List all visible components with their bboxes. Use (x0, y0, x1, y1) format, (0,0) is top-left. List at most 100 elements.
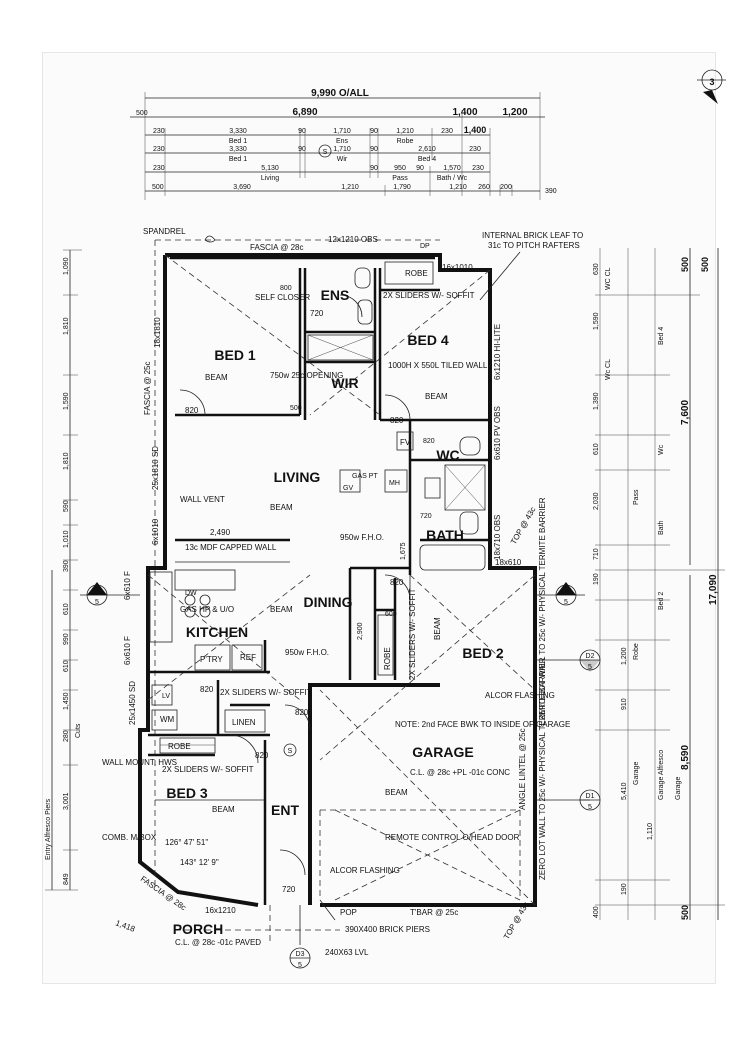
dim-right-name-1: Wc CL (605, 359, 612, 380)
dim-right-name-8: Garage (633, 762, 640, 785)
marker-sheet-1: 5 (564, 599, 568, 606)
dim-left-2: 1,590 (63, 392, 70, 410)
dim-left-0: 1,090 (63, 257, 70, 275)
note-ref: REF (240, 653, 256, 662)
robe-bed2 (377, 614, 394, 676)
dim-right-major-0: 7,600 (680, 400, 691, 425)
dim-top-r1-0: 500 (136, 110, 148, 117)
note-window-6x1010: 6x1010 (151, 518, 160, 545)
note-beam-dining: BEAM (270, 605, 293, 614)
dim-right-minor-8: 910 (621, 698, 628, 710)
dim-right-major-1: 8,590 (680, 745, 691, 770)
note-fascia-top: FASCIA @ 28c (250, 243, 303, 252)
note-wall-mount: WALL MOUNT, HWS (102, 758, 177, 767)
dim-left-6: 390 (63, 560, 70, 572)
bathtub (419, 544, 486, 571)
note-dw: DW (185, 590, 197, 597)
dim-right-name-7: Robe (633, 643, 640, 660)
dim-right-minor-10: 5,410 (621, 782, 628, 800)
pen-mark (204, 235, 216, 243)
dim-top-r3-name-1: Wir (337, 156, 348, 163)
note-beam-bed1: BEAM (205, 373, 228, 382)
note-spandrel: SPANDREL (143, 227, 186, 236)
marker-id-0: X (95, 588, 100, 595)
dim-top-r4-name-0: Living (261, 175, 279, 182)
dim-left-1: 1,810 (63, 317, 70, 335)
note-robe-bed3: ROBE (168, 742, 191, 751)
dim-top-r5-4: 1,210 (449, 184, 467, 191)
note-pv-obs: 6x610 PV OBS (493, 406, 502, 460)
dim-top-r3-6: 230 (469, 146, 481, 153)
note-lv: LV (162, 693, 170, 700)
note-sliders-bed4: 2X SLIDERS W/- SOFFIT (383, 291, 475, 300)
dim-left-3: 1,810 (63, 452, 70, 470)
dim-top-r3-1: 3,330 (229, 146, 247, 153)
room-bed1: BED 1 (214, 347, 255, 363)
note-fv: FV (400, 438, 411, 447)
room-bath: BATH (426, 527, 464, 543)
note-linen: LINEN (232, 718, 256, 727)
note-window-16x1010: 16x1010 (442, 263, 473, 272)
marker-id-2: D2 (586, 653, 595, 660)
dim-right-minor-11: 190 (621, 883, 628, 895)
note-angle-1: 126° 47' 51" (165, 838, 208, 847)
wm-box (151, 709, 178, 731)
door-swings (179, 294, 411, 876)
note-garage-cl: C.L. @ 28c +PL -01c CONC (410, 768, 510, 777)
note-window-6x610f-2: 6x610 F (123, 636, 132, 665)
note-sliders-laundry: 2X SLIDERS W/- SOFFIT (220, 688, 312, 697)
room-bed4: BED 4 (407, 332, 448, 348)
marker-sheet-0: 5 (95, 599, 99, 606)
note-pantry: P'TRY (200, 655, 223, 664)
note-top-43: TOP @ 43c (509, 505, 538, 546)
dim-right-name-0: WC CL (605, 267, 612, 290)
dim-top-r5-3: 1,790 (393, 184, 411, 191)
fv-box (396, 431, 414, 451)
dim-top-r4-6: 230 (472, 165, 484, 172)
dim-right-sec-0: 500 (700, 257, 710, 272)
page-marker: 3 (697, 69, 726, 104)
room-bed2: BED 2 (462, 645, 503, 661)
note-comb-mbox: COMB. M/BOX (102, 833, 157, 842)
dim-left-11: 280 (63, 730, 70, 742)
dim-right-name-4: Pass (633, 489, 640, 505)
note-sd-25x1450: 25x1450 SD (128, 681, 137, 725)
dim-right-minor-3: 610 (593, 443, 600, 455)
dim-top-r3-2: 90 (298, 146, 306, 153)
note-window-6x610f: 6x610 F (123, 571, 132, 600)
note-gas-hp: GAS HP & U/O (180, 605, 234, 614)
marker-id-3: D1 (586, 793, 595, 800)
dim-top-r2-name-2: Robe (397, 138, 414, 145)
note-zero-lot-1: ZERO LOT WALL TO 25c W/- PHYSICAL TERMIT… (538, 497, 547, 720)
marker-id-4: D3 (296, 951, 305, 958)
note-beam-garage: BEAM (385, 788, 408, 797)
dim-top-r3-4: 90 (370, 146, 378, 153)
note-800-ens: 800 (280, 285, 292, 292)
section-markers: X 5 X 5 D2 5 D1 5 (80, 582, 601, 969)
note-obs-18x710: 18x710 OBS (493, 515, 502, 560)
dim-top-r2-1: 3,330 (229, 128, 247, 135)
note-pop: POP (340, 908, 357, 917)
fixtures (149, 261, 486, 754)
note-820-bed2: 820 (390, 578, 404, 587)
dim-left-name-1: Cuts (75, 723, 82, 738)
dim-top-r5-0: 500 (152, 184, 164, 191)
dim-top-r5-2: 1,210 (341, 184, 359, 191)
laundry-tub (151, 684, 173, 706)
linen-box (224, 709, 266, 733)
note-fho-dining: 950w F.H.O. (285, 648, 329, 657)
marker-id-1: X (564, 588, 569, 595)
note-820-bed1: 820 (185, 406, 199, 415)
kitchen-bench-left (149, 571, 173, 643)
note-window-18x1810: 18x1810 (153, 317, 162, 348)
note-beam-bed4: BEAM (425, 392, 448, 401)
note-1418: 1,418 (114, 918, 136, 933)
dim-top-r2-5: 1,210 (396, 128, 414, 135)
dim-right-name-10: Garage (675, 777, 682, 800)
note-tiled-wall: 1000H X 550L TILED WALL (388, 361, 488, 370)
note-600: 600 (385, 611, 397, 618)
dim-top-r3-3: 1,710 (333, 146, 351, 153)
note-zero-lot-2: ZERO LOT WALL TO 25c W/- PHYSICAL TERMIT… (538, 657, 547, 880)
note-wall-vent: WALL VENT (180, 495, 225, 504)
note-500-wir: 500 (290, 405, 302, 412)
